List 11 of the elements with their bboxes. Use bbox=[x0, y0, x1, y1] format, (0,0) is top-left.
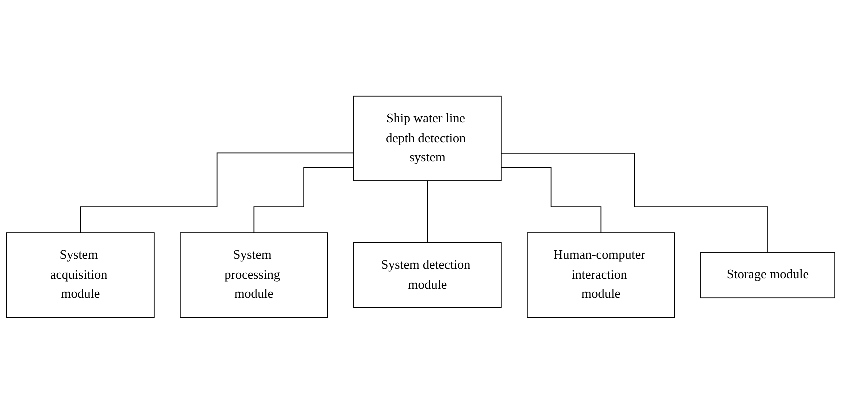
node-box: System detection module bbox=[354, 242, 502, 308]
connector bbox=[80, 152, 354, 234]
node-box: Storage module bbox=[700, 252, 836, 299]
node-box: System processing module bbox=[180, 232, 328, 318]
node-box: Human-computer interaction module bbox=[527, 232, 676, 318]
connector bbox=[501, 167, 602, 234]
connector bbox=[254, 167, 354, 234]
node-box: Ship water line depth detection system bbox=[354, 96, 502, 182]
connector bbox=[427, 180, 428, 244]
connector bbox=[501, 153, 768, 253]
node-box: System acquisition module bbox=[6, 232, 155, 318]
